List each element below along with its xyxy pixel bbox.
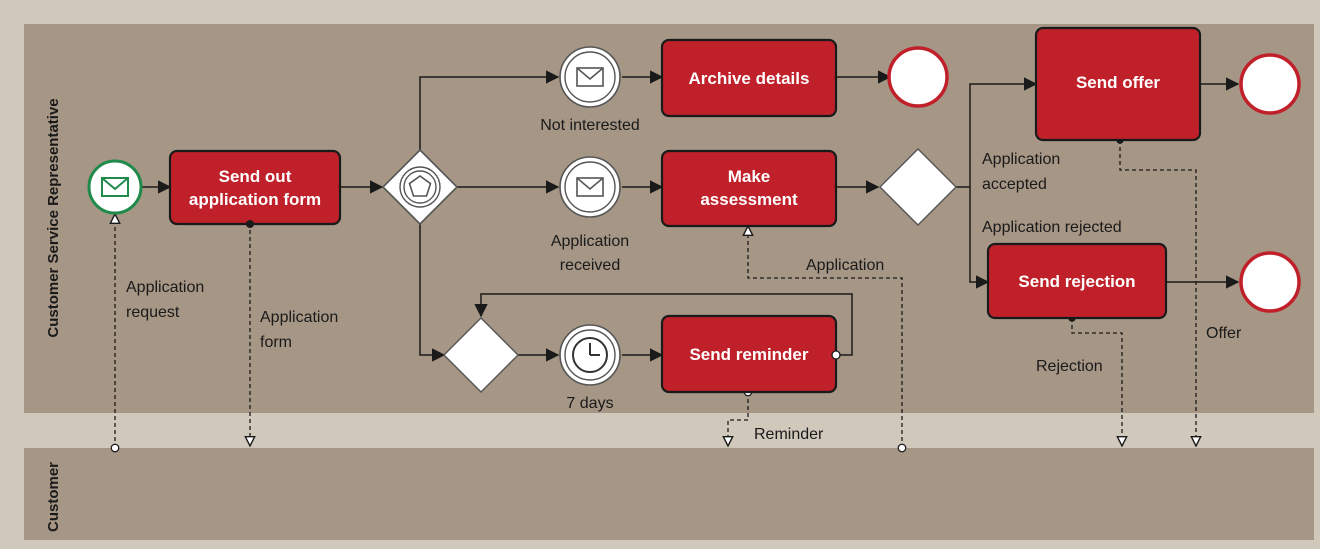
label-application-form-line1: Application — [260, 309, 338, 326]
label-offer-message: Offer — [1206, 325, 1242, 342]
lane-label-customer: Customer — [45, 462, 62, 532]
task-send-offer[interactable]: Send offer — [1034, 26, 1202, 142]
decision-gateway[interactable] — [879, 148, 957, 226]
svg-text:Make: Make — [728, 167, 771, 186]
clock-icon — [572, 337, 608, 373]
event-timer-7-days[interactable] — [559, 324, 621, 386]
label-application-message: Application — [806, 257, 884, 274]
svg-text:Send rejection: Send rejection — [1018, 272, 1135, 291]
label-rejection-message: Rejection — [1036, 358, 1103, 375]
lane-label-customer-service: Customer Service Representative — [45, 98, 62, 337]
boundary-dot-reminder — [831, 350, 841, 360]
flow-decision-to-offer — [956, 77, 1038, 188]
loop-gateway[interactable] — [443, 317, 519, 393]
task-send-rejection[interactable]: Send rejection — [986, 242, 1168, 320]
end-event-offer[interactable] — [1239, 53, 1301, 115]
task-send-reminder[interactable]: Send reminder — [660, 314, 838, 394]
pentagon-icon — [408, 175, 432, 197]
envelope-icon — [101, 177, 129, 197]
label-application-form-line2: form — [260, 334, 292, 351]
event-application-received[interactable] — [559, 156, 621, 218]
message-flows — [115, 140, 1196, 448]
lane-customer — [24, 448, 1314, 540]
message-flow-offer — [1120, 140, 1196, 446]
event-based-gateway[interactable] — [381, 148, 459, 226]
label-application-request-line1: Application — [126, 279, 204, 296]
label-application-received-line2: received — [560, 257, 620, 274]
label-application-request-line2: request — [126, 304, 180, 321]
message-flow-reminder — [728, 392, 748, 446]
label-application-received-line1: Application — [551, 233, 629, 250]
boundary-dot-send-form — [246, 220, 254, 228]
label-reminder-message: Reminder — [754, 426, 824, 443]
label-not-interested: Not interested — [540, 117, 640, 134]
flow-gateway-to-not-interested — [419, 70, 560, 150]
label-application-rejected: Application rejected — [982, 219, 1122, 236]
label-timer: 7 days — [566, 395, 613, 412]
label-application-accepted-line2: accepted — [982, 176, 1047, 193]
svg-text:assessment: assessment — [700, 190, 798, 209]
flow-gateway-to-loop — [419, 224, 446, 362]
envelope-icon — [576, 67, 604, 87]
envelope-icon — [576, 177, 604, 197]
task-archive-details[interactable]: Archive details — [660, 38, 838, 118]
svg-text:application form: application form — [189, 190, 321, 209]
label-application-accepted-line1: Application — [982, 151, 1060, 168]
task-make-assessment[interactable]: Make assessment — [660, 149, 838, 228]
svg-text:Send out: Send out — [219, 167, 292, 186]
start-event[interactable] — [87, 159, 143, 215]
end-event-archive[interactable] — [887, 46, 949, 108]
message-flow-application — [748, 226, 902, 448]
end-event-rejection[interactable] — [1239, 251, 1301, 313]
event-not-interested[interactable] — [559, 46, 621, 108]
svg-text:Send reminder: Send reminder — [689, 345, 808, 364]
svg-text:Archive details: Archive details — [689, 69, 810, 88]
svg-text:Send offer: Send offer — [1076, 73, 1160, 92]
task-send-application-form[interactable]: Send out application form — [168, 149, 342, 226]
flow-decision-to-rejection — [969, 187, 990, 289]
